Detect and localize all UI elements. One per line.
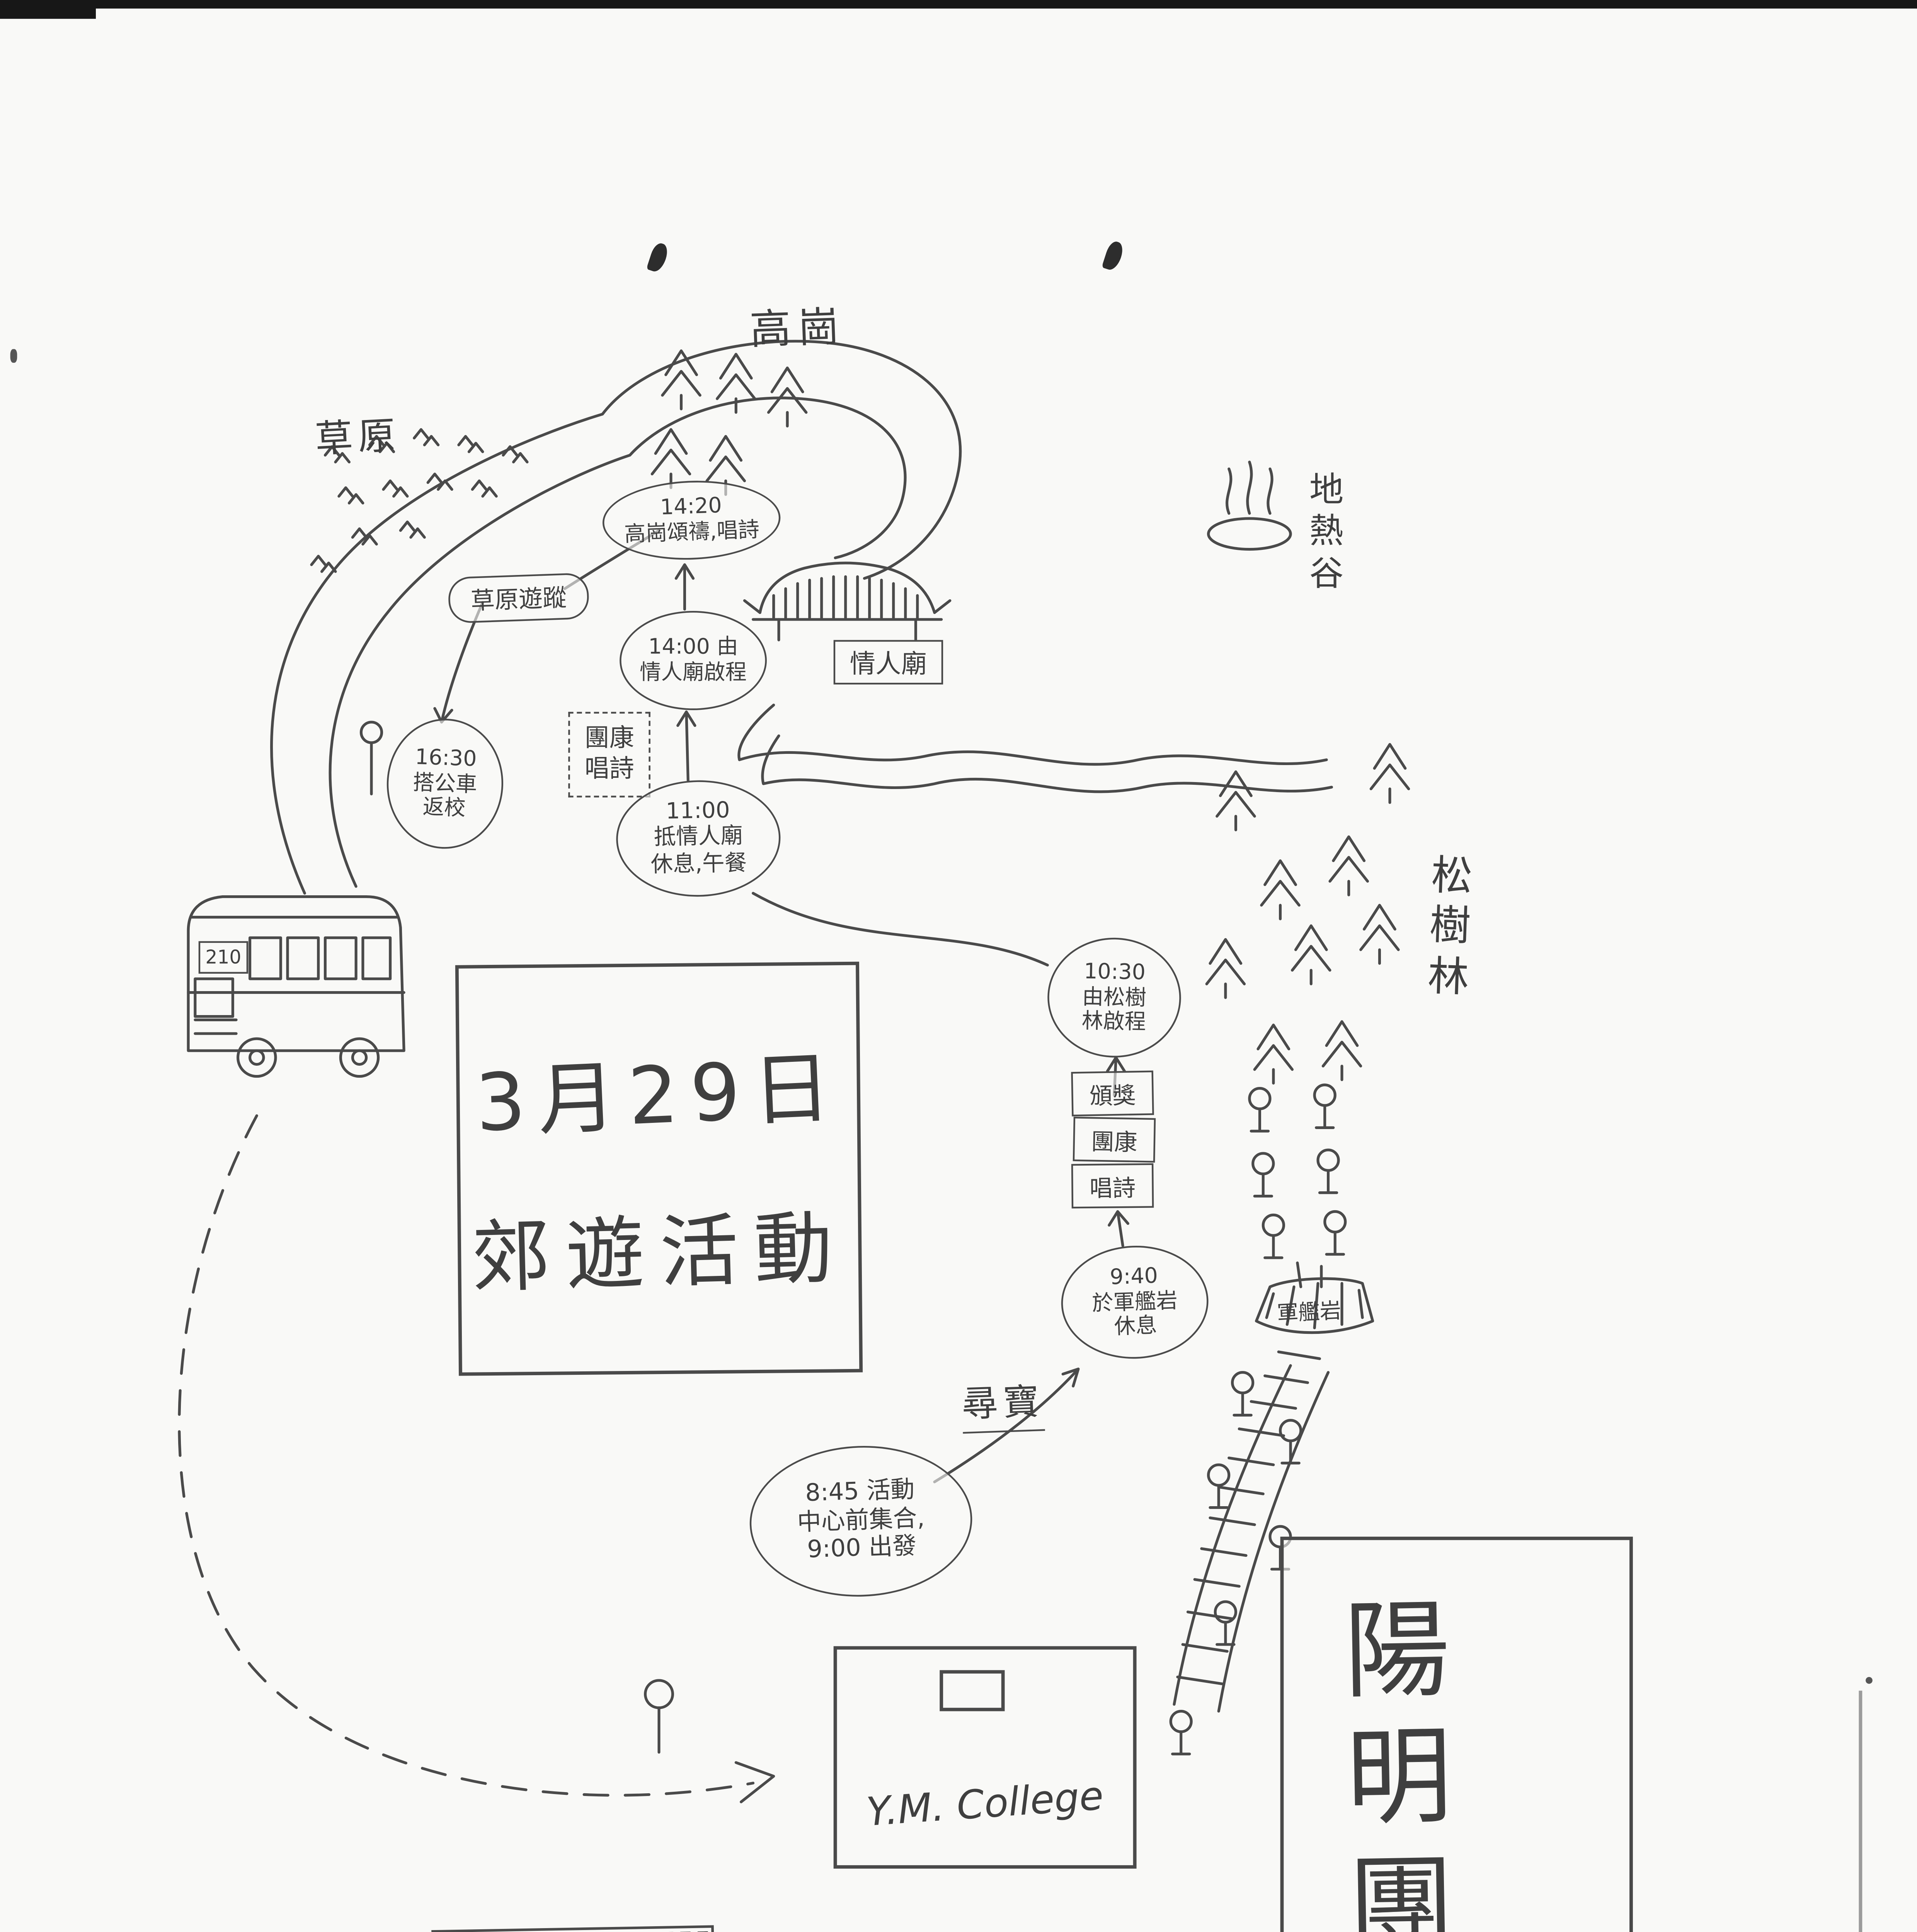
stop-line: 10:30	[1083, 957, 1146, 985]
label-grassland: 草原	[314, 415, 402, 463]
grass-trail-pill: 草原遊蹤	[448, 572, 590, 624]
label-battleship-rock: 軍艦岩	[1276, 1297, 1342, 1327]
bus-route-dashed	[178, 1114, 775, 1803]
stop-line: 9:00 出發	[807, 1533, 917, 1565]
stop-line: 返校	[422, 794, 466, 821]
stop-line: 由松樹	[1082, 983, 1147, 1010]
temple-icon	[743, 561, 952, 641]
title-event: 郊遊活動	[470, 1201, 850, 1304]
scan-speck	[10, 349, 17, 363]
bus-stop-pole-icon	[359, 721, 383, 796]
stop-1400-bubble: 14:00 由 情人廟啟程	[620, 611, 767, 710]
college-label: Y.M. College	[865, 1775, 1105, 1836]
label-high-hill: 高崗	[749, 303, 847, 354]
org-box: 陽明團契 敬邀	[1280, 1536, 1633, 1932]
stop-line: 休息	[1113, 1312, 1158, 1340]
stop-line: 林啟程	[1081, 1008, 1146, 1035]
college-box: Y.M. College	[833, 1646, 1137, 1869]
label-geothermal-valley: 地熱谷	[1309, 469, 1344, 594]
trail-to-pines	[752, 892, 1049, 967]
bus-icon	[187, 895, 405, 1078]
stop-line: 16:30	[414, 743, 477, 771]
stairs-icon	[1173, 1350, 1330, 1713]
award-box-2: 團康	[1073, 1117, 1156, 1163]
group-sing-box: 團康 唱詩	[568, 712, 650, 798]
title-date: 3月29日	[473, 1041, 844, 1150]
stop-line: 9:40	[1109, 1262, 1158, 1289]
stop-line: 情人廟啟程	[640, 658, 747, 685]
battleship-rock-icon	[1255, 1261, 1374, 1334]
stop-line: 14:00 由	[648, 633, 738, 660]
stop-line: 休息,午餐	[650, 850, 747, 878]
title-box: 3月29日 郊遊活動	[455, 961, 863, 1376]
stop-line: 抵情人廟	[654, 825, 743, 852]
scan-top-corner	[0, 0, 96, 19]
pine-forest-trees	[1207, 744, 1409, 1083]
hot-spring-icon	[1207, 461, 1292, 551]
stop-line: 高崗頌禱,唱詩	[624, 516, 760, 547]
stop-line: 中心前集合,	[797, 1505, 925, 1537]
stop-line: 於軍艦岩	[1091, 1286, 1178, 1315]
bus-number-plate: 210	[198, 941, 249, 974]
stop-line: 11:00	[666, 798, 730, 826]
stop-line: 8:45 活動	[805, 1477, 915, 1509]
award-box-1: 頒獎	[1071, 1070, 1154, 1117]
stop-line: 搭公車	[412, 768, 478, 796]
org-name: 陽明團契	[1343, 1587, 1456, 1932]
trail-river	[737, 704, 1333, 793]
scan-right-line	[1859, 1690, 1863, 1932]
signpost-icon	[644, 1679, 674, 1754]
college-window	[940, 1670, 1005, 1711]
scan-top-bar	[0, 0, 1917, 9]
label-treasure-hunt: 尋寶	[961, 1374, 1045, 1434]
group-sing-line: 唱詩	[584, 756, 634, 784]
temple-label-box: 情人廟	[833, 640, 943, 685]
group-sing-line: 團康	[584, 725, 634, 753]
stop-line: 14:20	[659, 492, 722, 520]
award-box-3: 唱詩	[1071, 1163, 1154, 1209]
scan-speck	[1866, 1677, 1873, 1684]
label-pine-forest: 松樹林	[1427, 851, 1473, 1001]
